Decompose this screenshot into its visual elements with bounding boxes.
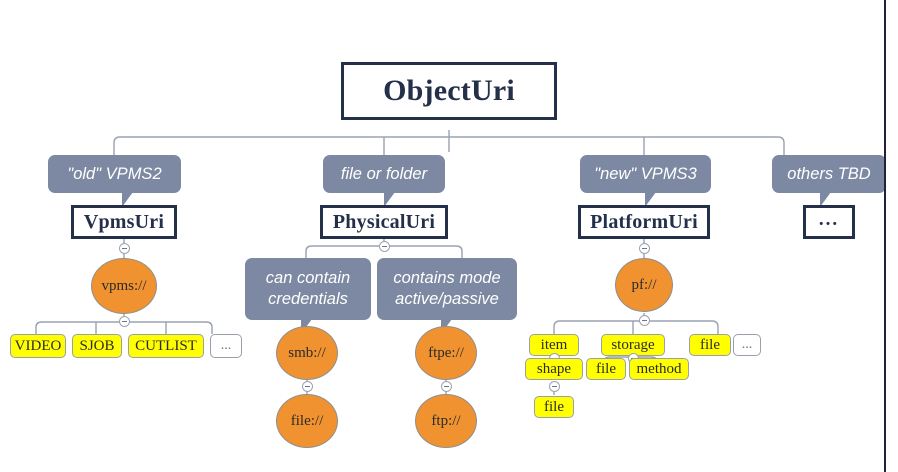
callout-tail-icon <box>122 192 133 207</box>
leaf-video-label: VIDEO <box>14 337 62 354</box>
class-box-platformuri[interactable]: PlatformUri <box>578 205 710 239</box>
callout-tail-icon <box>645 192 656 207</box>
leaf-shape-label: shape <box>536 360 572 377</box>
callout-can-contain-line1: can contain <box>265 269 351 288</box>
ellipse-ftpe-scheme[interactable]: ftpe:// <box>415 326 477 380</box>
callout-old-vpms2-label: "old" VPMS2 <box>67 164 162 183</box>
collapse-toggle-vpms[interactable] <box>119 316 130 327</box>
leaf-file-under-shape[interactable]: file <box>534 396 574 418</box>
ellipse-ftpe-label: ftpe:// <box>428 344 464 361</box>
leaf-storage-label: storage <box>611 336 655 353</box>
ellipse-ftp-under-ftpe[interactable]: ftp:// <box>415 394 477 448</box>
leaf-platform-more-label: ... <box>741 337 753 352</box>
leaf-file-under-shape-label: file <box>544 398 564 415</box>
ellipse-smb-label: smb:// <box>288 344 326 361</box>
leaf-vpms-more-label: ... <box>220 338 232 353</box>
leaf-vpms-more[interactable]: ... <box>210 334 242 358</box>
class-box-others[interactable]: ... <box>803 205 855 239</box>
callout-can-contain-line2: credentials <box>268 290 348 308</box>
callout-tail-icon <box>820 192 831 207</box>
canvas-right-edge <box>884 0 886 472</box>
class-box-physicaluri-label: PhysicalUri <box>332 210 436 233</box>
ellipse-ftp-under-ftpe-label: ftp:// <box>431 412 461 429</box>
callout-contains-mode-line1: contains mode <box>393 269 501 288</box>
collapse-toggle-ftpe[interactable] <box>441 381 452 392</box>
leaf-cutlist-label: CUTLIST <box>135 337 197 354</box>
collapse-toggle-physicaluri[interactable] <box>379 241 390 252</box>
leaf-file-platform[interactable]: file <box>689 334 731 356</box>
ellipse-file-under-smb[interactable]: file:// <box>276 394 338 448</box>
callout-new-vpms3-label: "new" VPMS3 <box>594 164 697 183</box>
collapse-toggle-platformuri[interactable] <box>639 243 650 254</box>
leaf-shape[interactable]: shape <box>525 358 583 380</box>
callout-can-contain-credentials[interactable]: can contain credentials <box>245 258 371 334</box>
leaf-sjob[interactable]: SJOB <box>72 334 122 358</box>
leaf-storage[interactable]: storage <box>601 334 665 356</box>
collapse-toggle-shape[interactable] <box>549 381 560 392</box>
callout-file-or-folder[interactable]: file or folder <box>323 155 445 207</box>
leaf-file-platform-label: file <box>700 336 720 353</box>
leaf-sjob-label: SJOB <box>79 337 115 354</box>
leaf-method-label: method <box>636 360 682 377</box>
ellipse-file-under-smb-label: file:// <box>290 412 324 429</box>
class-box-vpmsuri[interactable]: VpmsUri <box>71 205 177 239</box>
leaf-item-label: item <box>540 336 568 353</box>
callout-contains-mode[interactable]: contains mode active/passive <box>377 258 517 334</box>
ellipse-pf-scheme[interactable]: pf:// <box>615 258 673 312</box>
collapse-toggle-vpmsuri[interactable] <box>119 243 130 254</box>
class-box-vpmsuri-label: VpmsUri <box>83 210 165 233</box>
collapse-toggle-smb[interactable] <box>302 381 313 392</box>
ellipse-pf-label: pf:// <box>631 276 657 293</box>
callout-old-vpms2[interactable]: "old" VPMS2 <box>48 155 181 207</box>
callout-new-vpms3[interactable]: "new" VPMS3 <box>580 155 711 207</box>
leaf-video[interactable]: VIDEO <box>10 334 66 358</box>
ellipse-vpms-label: vpms:// <box>101 277 147 294</box>
leaf-method[interactable]: method <box>629 358 689 380</box>
leaf-file-under-storage[interactable]: file <box>586 358 626 380</box>
root-label: ObjectUri <box>383 74 515 107</box>
ellipse-smb-scheme[interactable]: smb:// <box>276 326 338 380</box>
root-class-objecturi[interactable]: ObjectUri <box>341 62 557 120</box>
class-box-physicaluri[interactable]: PhysicalUri <box>320 205 448 239</box>
leaf-file-under-storage-label: file <box>596 360 616 377</box>
callout-others-tbd[interactable]: others TBD <box>772 155 886 207</box>
leaf-cutlist[interactable]: CUTLIST <box>128 334 204 358</box>
callout-tail-icon <box>384 192 395 207</box>
callout-others-tbd-label: others TBD <box>787 164 871 183</box>
class-box-platformuri-label: PlatformUri <box>590 210 698 233</box>
leaf-platform-more[interactable]: ... <box>733 334 761 356</box>
callout-contains-mode-line2: active/passive <box>395 290 499 308</box>
collapse-toggle-pf[interactable] <box>639 315 650 326</box>
ellipse-vpms-scheme[interactable]: vpms:// <box>91 258 157 314</box>
callout-file-or-folder-label: file or folder <box>340 164 428 183</box>
class-box-others-label: ... <box>818 209 840 230</box>
